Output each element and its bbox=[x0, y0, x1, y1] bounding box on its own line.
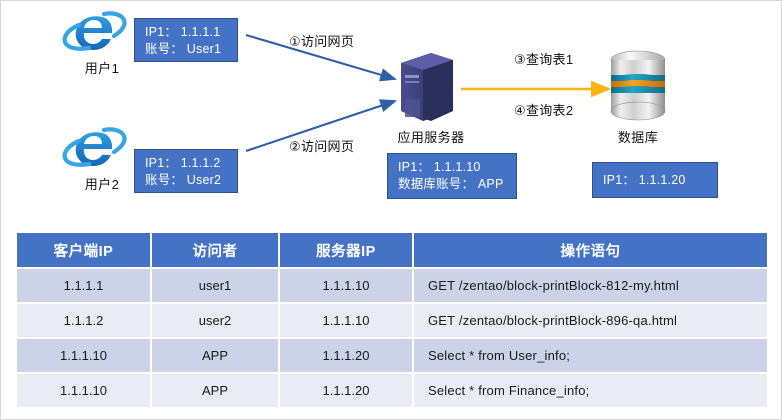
table-row: 1.1.1.2 user2 1.1.1.10 GET /zentao/block… bbox=[17, 303, 767, 339]
table-row: 1.1.1.1 user1 1.1.1.10 GET /zentao/block… bbox=[17, 268, 767, 304]
cell-server-ip: 1.1.1.20 bbox=[279, 373, 414, 409]
app-server-db-account: 数据库账号： APP bbox=[398, 177, 504, 191]
db-flow-label-query1: ③查询表1 bbox=[514, 52, 574, 67]
cell-client-ip: 1.1.1.10 bbox=[17, 338, 152, 374]
client-2-caption: 用户2 bbox=[84, 177, 120, 192]
db-flow-label-query2: ④查询表2 bbox=[514, 103, 574, 118]
cell-visitor: APP bbox=[151, 373, 280, 409]
app-server-info-box: IP1： 1.1.1.10 数据库账号： APP bbox=[387, 153, 517, 199]
cell-statement: GET /zentao/block-printBlock-812-my.html bbox=[413, 268, 767, 304]
client-1-account: 账号： User1 bbox=[145, 42, 222, 56]
internet-explorer-icon-1 bbox=[62, 11, 127, 51]
client-1-ip: IP1： 1.1.1.1 bbox=[145, 25, 221, 39]
cell-server-ip: 1.1.1.10 bbox=[279, 303, 414, 339]
client-2-account: 账号： User2 bbox=[145, 173, 222, 187]
database-caption: 数据库 bbox=[617, 130, 659, 145]
cell-statement: Select * from User_info; bbox=[413, 338, 767, 374]
database-ip: IP1： 1.1.1.20 bbox=[603, 172, 686, 187]
cell-statement: GET /zentao/block-printBlock-896-qa.html bbox=[413, 303, 767, 339]
table-row: 1.1.1.10 APP 1.1.1.20 Select * from User… bbox=[17, 338, 767, 374]
database-cylinder-icon bbox=[610, 50, 666, 121]
app-server-caption: 应用服务器 bbox=[397, 130, 465, 145]
flow-label-1: ①访问网页 bbox=[289, 34, 355, 49]
flow-label-2: ②访问网页 bbox=[289, 139, 355, 154]
client-1-info-box: IP1： 1.1.1.1 账号： User1 bbox=[134, 18, 238, 62]
table-row: 1.1.1.10 APP 1.1.1.20 Select * from Fina… bbox=[17, 373, 767, 409]
cell-client-ip: 1.1.1.10 bbox=[17, 373, 152, 409]
network-flow-diagram: 用户1 IP1： 1.1.1.1 账号： User1 ①访问网页 用户2 IP1… bbox=[1, 1, 782, 226]
internet-explorer-icon-2 bbox=[62, 127, 127, 167]
cell-client-ip: 1.1.1.1 bbox=[17, 268, 152, 304]
cell-visitor: user2 bbox=[151, 303, 280, 339]
cell-server-ip: 1.1.1.20 bbox=[279, 338, 414, 374]
column-header-visitor: 访问者 bbox=[151, 233, 280, 269]
cell-statement: Select * from Finance_info; bbox=[413, 373, 767, 409]
client-2-ip: IP1： 1.1.1.2 bbox=[145, 156, 221, 170]
client-2-info-box: IP1： 1.1.1.2 账号： User2 bbox=[134, 149, 238, 193]
cell-client-ip: 1.1.1.2 bbox=[17, 303, 152, 339]
database-info-box: IP1： 1.1.1.20 bbox=[592, 162, 718, 198]
column-header-statement: 操作语句 bbox=[413, 233, 767, 269]
access-log-table: 客户端IP 访问者 服务器IP 操作语句 1.1.1.1 user1 1.1.1… bbox=[17, 233, 767, 409]
client-1-caption: 用户1 bbox=[84, 61, 120, 76]
app-server-ip: IP1： 1.1.1.10 bbox=[398, 160, 481, 174]
column-header-client-ip: 客户端IP bbox=[17, 233, 152, 269]
cell-visitor: user1 bbox=[151, 268, 280, 304]
cell-visitor: APP bbox=[151, 338, 280, 374]
table-header-row: 客户端IP 访问者 服务器IP 操作语句 bbox=[17, 233, 767, 269]
cell-server-ip: 1.1.1.10 bbox=[279, 268, 414, 304]
diagram-canvas bbox=[62, 11, 666, 167]
server-tower-icon bbox=[401, 53, 453, 121]
column-header-server-ip: 服务器IP bbox=[279, 233, 414, 269]
